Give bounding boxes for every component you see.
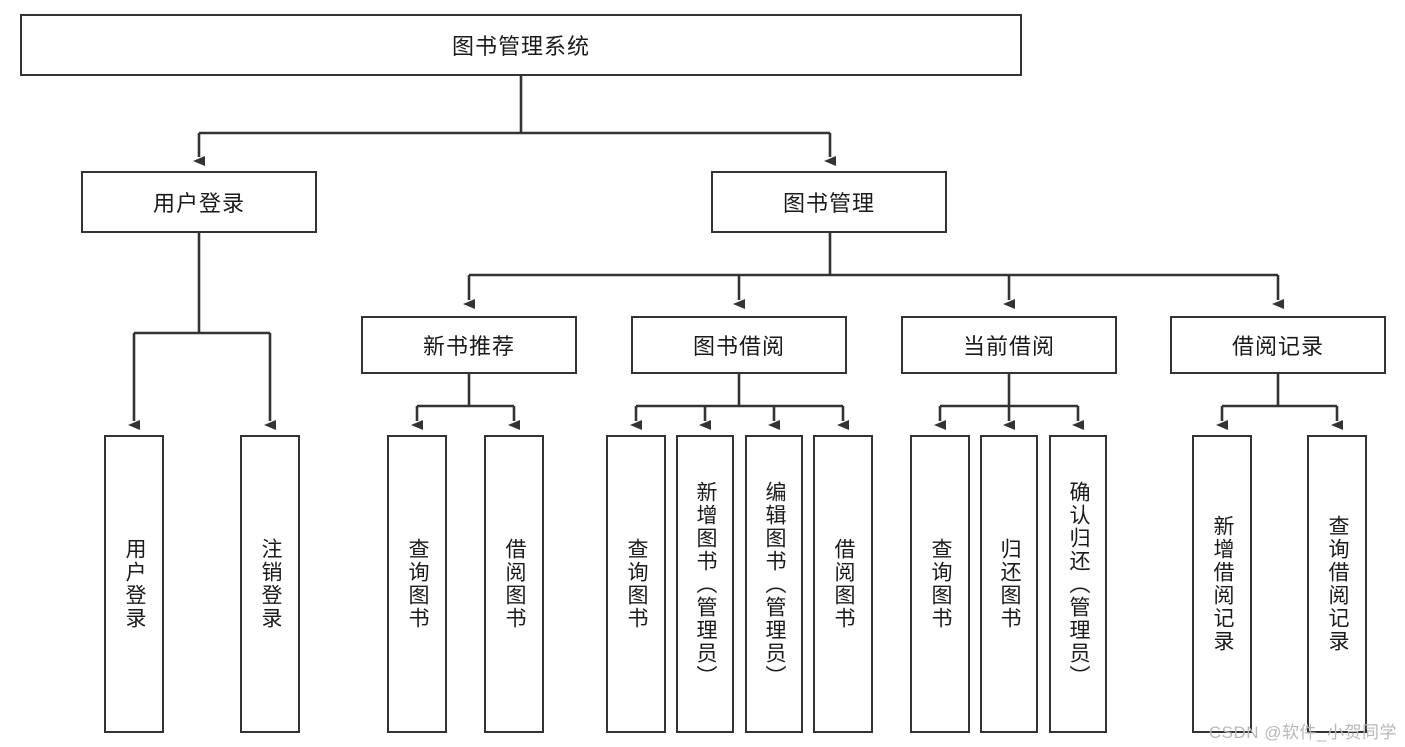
node-borrow-record-label: 借阅记录 bbox=[1231, 334, 1324, 359]
node-leaf-return-book-label: 归还图书 bbox=[998, 538, 1022, 630]
node-borrow-record[interactable]: 借阅记录 bbox=[1170, 316, 1386, 374]
node-book-management-label: 图书管理 bbox=[782, 191, 875, 216]
watermark-text: CSDN @软件_小贺同学 bbox=[1208, 723, 1397, 742]
node-leaf-borrow-book-1-label: 借阅图书 bbox=[503, 538, 527, 630]
node-leaf-query-book-3[interactable]: 查询图书 bbox=[910, 435, 970, 733]
node-user-login-label: 用户登录 bbox=[152, 191, 245, 216]
node-leaf-confirm-return-admin[interactable]: 确认归还（管理员） bbox=[1049, 435, 1107, 733]
node-leaf-query-book-3-label: 查询图书 bbox=[929, 538, 953, 630]
node-root[interactable]: 图书管理系统 bbox=[20, 14, 1022, 76]
node-leaf-query-book-1[interactable]: 查询图书 bbox=[387, 435, 447, 733]
node-leaf-edit-book-admin[interactable]: 编辑图书（管理员） bbox=[745, 435, 803, 733]
node-new-book-recommend[interactable]: 新书推荐 bbox=[361, 316, 577, 374]
node-leaf-add-book-admin-label: 新增图书（管理员） bbox=[694, 480, 718, 688]
node-leaf-add-borrow-record[interactable]: 新增借阅记录 bbox=[1192, 435, 1252, 733]
node-leaf-borrow-book-1[interactable]: 借阅图书 bbox=[484, 435, 544, 733]
node-book-borrow-label: 图书借阅 bbox=[692, 334, 785, 359]
node-leaf-query-borrow-record[interactable]: 查询借阅记录 bbox=[1307, 435, 1367, 733]
node-leaf-query-book-2-label: 查询图书 bbox=[625, 538, 649, 630]
node-leaf-logout[interactable]: 注销登录 bbox=[240, 435, 300, 733]
node-leaf-query-book-2[interactable]: 查询图书 bbox=[606, 435, 666, 733]
node-user-login[interactable]: 用户登录 bbox=[81, 171, 317, 233]
node-current-borrow[interactable]: 当前借阅 bbox=[901, 316, 1117, 374]
node-leaf-borrow-book-2[interactable]: 借阅图书 bbox=[813, 435, 873, 733]
node-leaf-user-login-label: 用户登录 bbox=[123, 538, 147, 630]
node-current-borrow-label: 当前借阅 bbox=[962, 334, 1055, 359]
node-leaf-query-book-1-label: 查询图书 bbox=[406, 538, 430, 630]
node-leaf-edit-book-admin-label: 编辑图书（管理员） bbox=[763, 480, 787, 688]
node-leaf-user-login[interactable]: 用户登录 bbox=[104, 435, 164, 733]
node-leaf-add-book-admin[interactable]: 新增图书（管理员） bbox=[676, 435, 734, 733]
node-leaf-query-borrow-record-label: 查询借阅记录 bbox=[1326, 515, 1350, 653]
node-leaf-logout-label: 注销登录 bbox=[259, 538, 283, 630]
node-leaf-return-book[interactable]: 归还图书 bbox=[980, 435, 1038, 733]
node-leaf-confirm-return-admin-label: 确认归还（管理员） bbox=[1067, 480, 1091, 688]
node-book-borrow[interactable]: 图书借阅 bbox=[631, 316, 847, 374]
node-new-book-recommend-label: 新书推荐 bbox=[422, 334, 515, 359]
node-book-management[interactable]: 图书管理 bbox=[711, 171, 947, 233]
node-leaf-borrow-book-2-label: 借阅图书 bbox=[832, 538, 856, 630]
node-root-label: 图书管理系统 bbox=[451, 34, 590, 59]
node-leaf-add-borrow-record-label: 新增借阅记录 bbox=[1211, 515, 1235, 653]
